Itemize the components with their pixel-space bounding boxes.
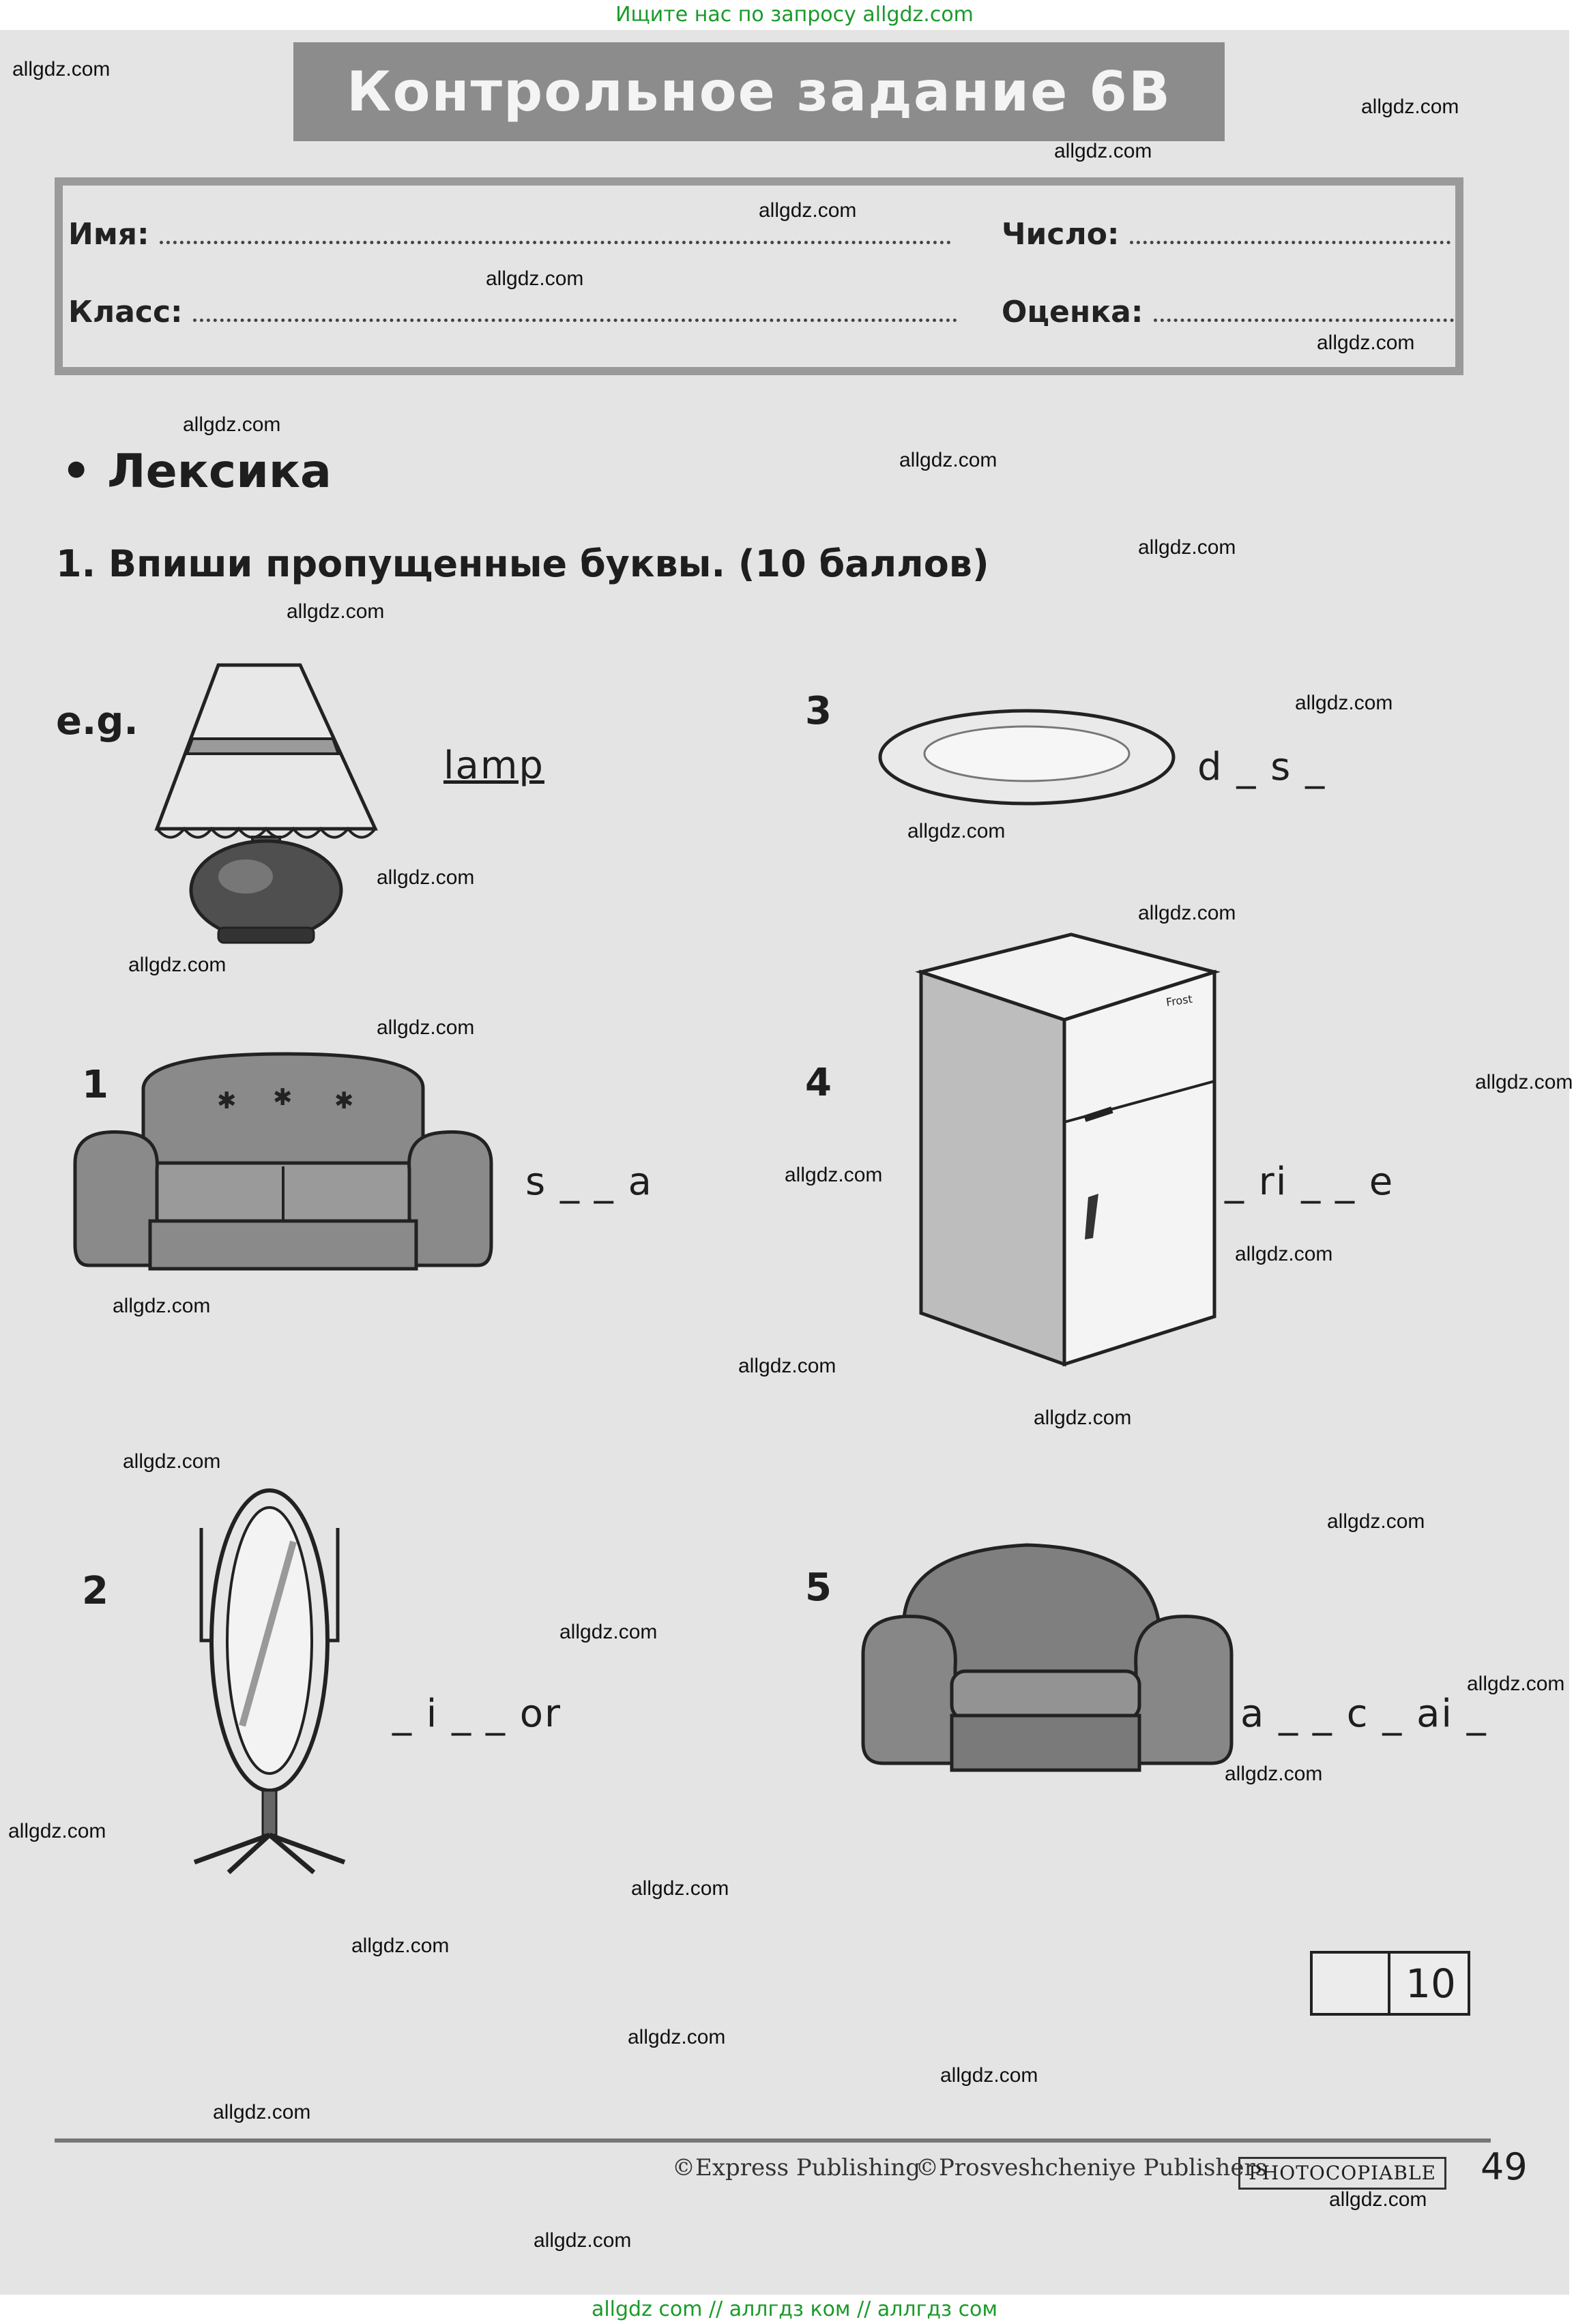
watermark: allgdz.com <box>1225 1763 1323 1785</box>
watermark: allgdz.com <box>12 58 111 80</box>
watermark: allgdz.com <box>759 199 857 222</box>
watermark: allgdz.com <box>738 1355 836 1377</box>
score-box: 10 <box>1310 1951 1470 2016</box>
title-band <box>293 42 1225 141</box>
publisher-prosveshcheniye: ©Prosveshcheniye Publishers <box>916 2154 1268 2181</box>
item-number-2: 2 <box>82 1569 108 1613</box>
page-title: Контрольное задание 6В <box>347 60 1171 123</box>
fridge-icon: Frost <box>915 932 1221 1367</box>
item-number-5: 5 <box>805 1565 832 1610</box>
svg-text:✱: ✱ <box>217 1087 237 1115</box>
watermark: allgdz.com <box>183 413 281 436</box>
watermark: allgdz.com <box>213 2101 311 2123</box>
date-label: Число: <box>1002 217 1120 252</box>
item-number-1: 1 <box>82 1063 108 1107</box>
armchair-icon <box>861 1543 1234 1772</box>
watermark: allgdz.com <box>631 1877 729 1900</box>
watermark: allgdz.com <box>8 1820 106 1842</box>
section-heading: • Лексика <box>61 445 332 499</box>
watermark: allgdz.com <box>1138 902 1236 924</box>
item-word-3: d _ s _ <box>1197 745 1326 789</box>
date-line <box>1129 235 1450 244</box>
photocopiable-label: PHOTOCOPIABLE <box>1238 2157 1446 2190</box>
sofa-icon: ✱ ✱ ✱ <box>73 1052 493 1271</box>
score-value: 10 <box>1405 1960 1456 2007</box>
watermark: allgdz.com <box>1034 1407 1132 1429</box>
watermark: allgdz.com <box>351 1935 450 1957</box>
class-label: Класс: <box>68 295 183 329</box>
mirror-icon <box>193 1488 346 1874</box>
watermark: allgdz.com <box>1327 1510 1425 1533</box>
watermark: allgdz.com <box>377 866 475 889</box>
name-line <box>159 235 951 244</box>
class-line <box>192 313 957 322</box>
watermark: allgdz.com <box>128 954 227 976</box>
watermark: allgdz.com <box>899 449 997 471</box>
watermark: allgdz.com <box>785 1164 883 1186</box>
watermark: allgdz.com <box>113 1295 211 1317</box>
watermark: allgdz.com <box>1235 1243 1333 1265</box>
watermark: allgdz.com <box>1138 536 1236 559</box>
item-word-2: _ i _ _ or <box>392 1692 562 1736</box>
student-info-box <box>55 177 1463 375</box>
date-field: Число: <box>1002 217 1450 252</box>
name-field: Имя: <box>68 217 951 252</box>
watermark: allgdz.com <box>628 2026 726 2048</box>
watermark: allgdz.com <box>377 1016 475 1039</box>
watermark: allgdz.com <box>1317 332 1415 354</box>
watermark: allgdz.com <box>1361 95 1459 118</box>
watermark: allgdz.com <box>1475 1071 1573 1093</box>
watermark: allgdz.com <box>486 267 584 290</box>
item-word-4: _ ri _ _ e <box>1225 1160 1395 1204</box>
bottom-banner: allgdz com // аллгдз ком // аллгдз сом <box>0 2295 1589 2324</box>
grade-line <box>1153 313 1454 322</box>
score-divider <box>1388 1954 1390 2013</box>
top-banner: Ищите нас по запросу allgdz.com <box>615 3 974 27</box>
item-word-5: a _ _ c _ ai _ <box>1240 1692 1487 1736</box>
grade-field: Оценка: <box>1002 295 1454 329</box>
table-lamp-icon <box>154 663 378 944</box>
watermark: allgdz.com <box>123 1450 221 1473</box>
svg-text:✱: ✱ <box>334 1087 354 1115</box>
item-word-1: s _ _ a <box>525 1160 653 1204</box>
watermark: allgdz.com <box>1329 2188 1427 2211</box>
watermark: allgdz.com <box>1054 140 1152 162</box>
watermark: allgdz.com <box>907 820 1006 842</box>
watermark: allgdz.com <box>287 600 385 623</box>
name-label: Имя: <box>68 217 149 252</box>
grade-label: Оценка: <box>1002 295 1143 329</box>
class-field: Класс: <box>68 295 957 329</box>
item-number-example: e.g. <box>56 699 139 744</box>
svg-text:✱: ✱ <box>273 1084 293 1111</box>
watermark: allgdz.com <box>1295 692 1393 714</box>
item-number-3: 3 <box>805 689 832 733</box>
item-number-4: 4 <box>805 1061 832 1105</box>
watermark: allgdz.com <box>559 1621 658 1643</box>
watermark: allgdz.com <box>940 2064 1038 2087</box>
item-word-example: lamp <box>443 744 544 788</box>
publisher-express: ©Express Publishing <box>672 2154 921 2181</box>
dish-icon <box>878 709 1176 806</box>
page-number: 49 <box>1481 2145 1528 2188</box>
watermark: allgdz.com <box>534 2229 632 2252</box>
task-heading: 1. Впиши пропущенные буквы. (10 баллов) <box>56 542 989 585</box>
footer-rule <box>55 2138 1491 2143</box>
watermark: allgdz.com <box>1467 1673 1565 1695</box>
